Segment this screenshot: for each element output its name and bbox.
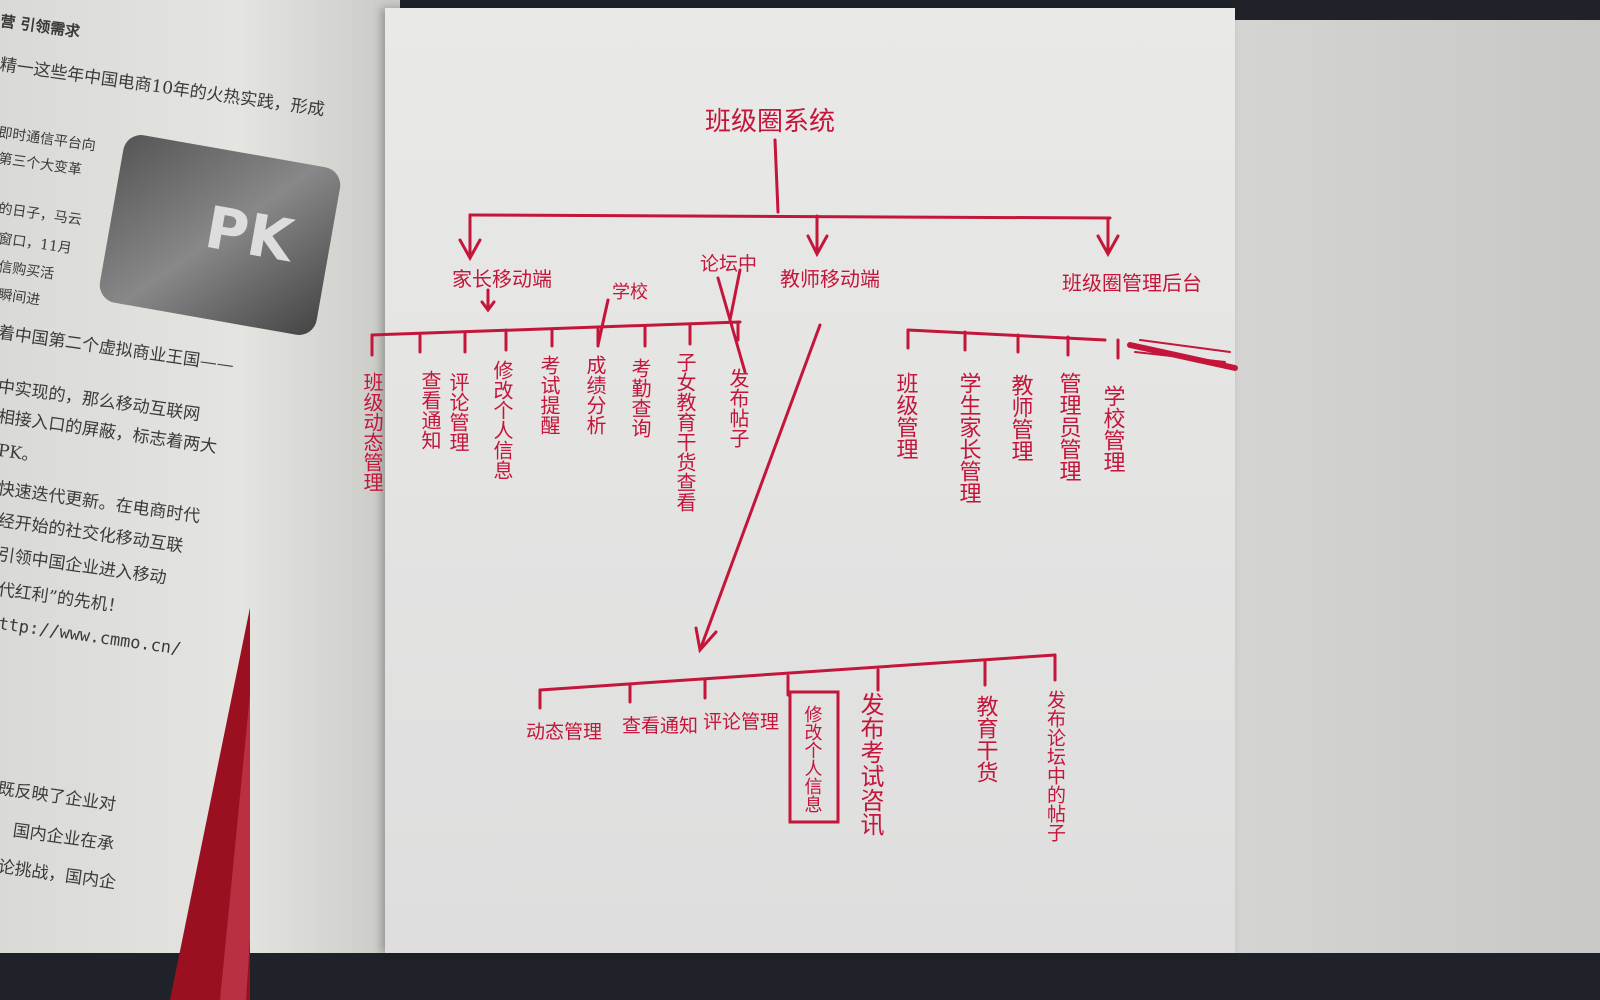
admin-child-node: 学校管理: [1100, 385, 1126, 473]
left-book-page: ⁠营 引领需求 精一这些年中国电商10年的火热实践，形成 即时通信平台向 第三个…: [0, 0, 400, 953]
parent-child-node: 发布帖子: [726, 368, 750, 448]
parent-child-node: 评论管理: [446, 372, 470, 452]
branch-teacher-mobile: 教师移动端: [780, 267, 880, 291]
parent-child-node: 子女教育干货查看: [673, 352, 697, 512]
parent-child-node: 考试提醒: [537, 355, 561, 435]
teacher-child-node: 动态管理: [526, 721, 602, 743]
branch-parent-mobile: 家长移动端: [452, 267, 552, 291]
teacher-child-node: 发布论坛中的帖子: [1044, 690, 1066, 842]
parent-child-node: 查看通知: [418, 370, 442, 450]
teacher-child-node: 教育干货: [973, 695, 999, 783]
admin-child-node: 班级管理: [893, 372, 919, 460]
parent-child-node: 成绩分析: [583, 355, 607, 435]
teacher-child-node: 修改个人信息: [802, 705, 823, 813]
admin-child-node: 教师管理: [1008, 374, 1034, 462]
parent-child-node: 班级动态管理: [360, 372, 384, 492]
parent-child-node: 考勤查询: [628, 358, 652, 438]
teacher-child-node: 查看通知: [622, 715, 698, 737]
teacher-child-node: 评论管理: [703, 711, 779, 733]
hierarchy-diagram: 班级圈系统 家长移动端 教师移动端 班级圈管理后台 论坛中 学校 班级动态管理 …: [360, 107, 1238, 842]
pen-icon: [170, 607, 250, 1000]
annotation-forum: 论坛中: [700, 253, 757, 275]
branch-admin-backend: 班级圈管理后台: [1062, 271, 1202, 295]
annotation-school: 学校: [612, 282, 648, 303]
right-book-page: [385, 8, 1235, 953]
admin-child-node: 学生家长管理: [956, 372, 982, 504]
far-book-page: [1230, 20, 1600, 953]
admin-child-node: 管理员管理: [1056, 372, 1082, 482]
root-node: 班级圈系统: [705, 107, 835, 137]
teacher-child-node: 发布考试咨讯: [856, 692, 884, 836]
parent-child-node: 修改个人信息: [490, 360, 514, 480]
